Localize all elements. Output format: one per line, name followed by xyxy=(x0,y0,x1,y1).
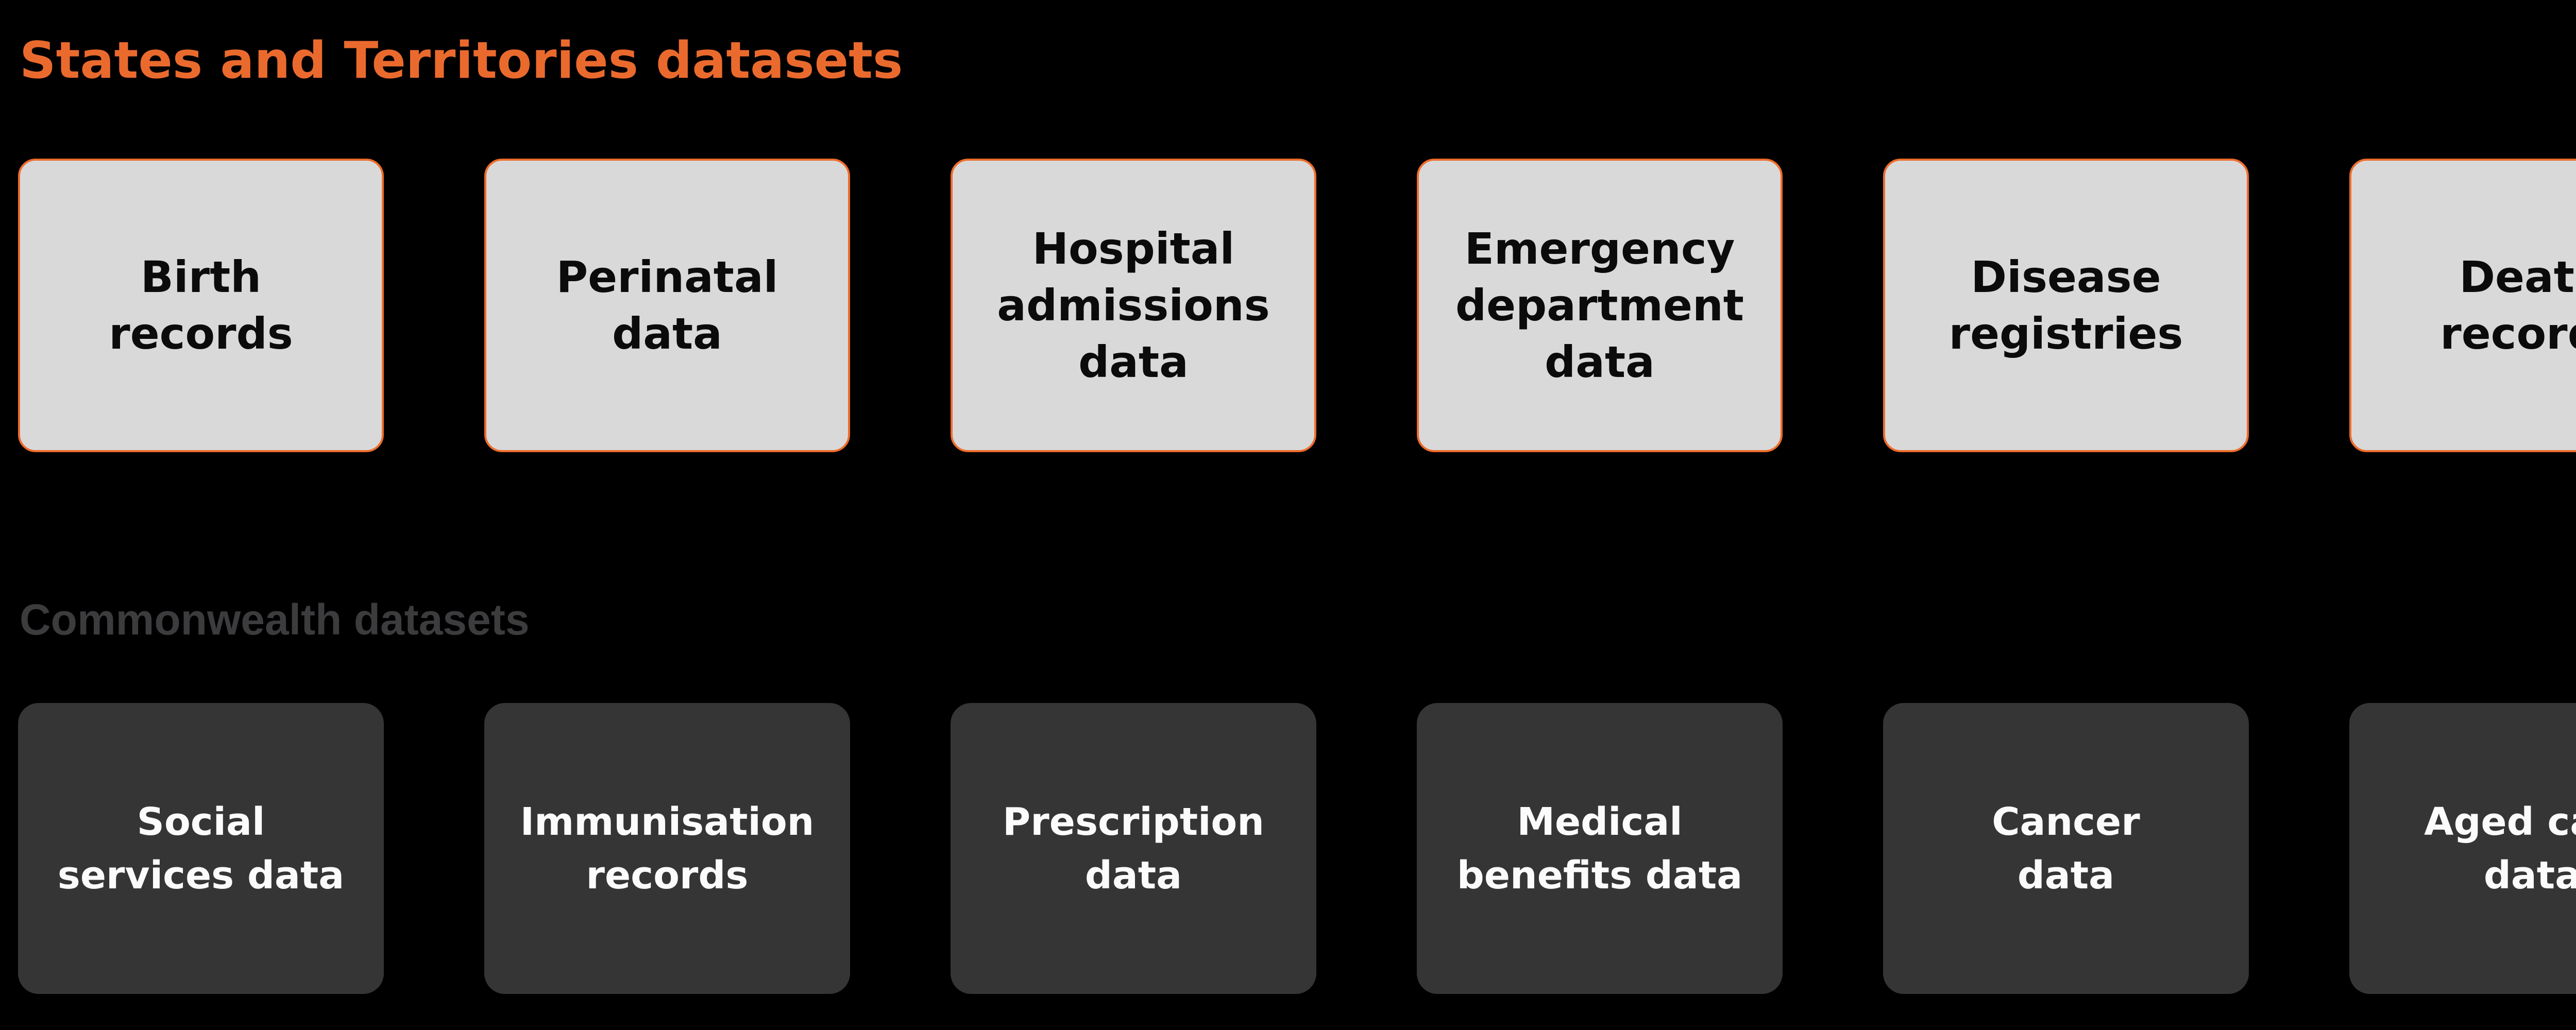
dataset-box-label: Social services data xyxy=(57,799,345,898)
dataset-box-label: Death records xyxy=(2440,252,2576,359)
dataset-box-label: Medical benefits data xyxy=(1456,799,1743,898)
section-title-states-territories: States and Territories datasets xyxy=(20,31,903,90)
dataset-box-label: Emergency department data xyxy=(1455,224,1744,387)
dataset-box-prescription-data: Prescription data xyxy=(951,703,1316,994)
dataset-box-aged-care-data: Aged care data xyxy=(2349,703,2576,994)
dataset-box-label: Hospital admissions data xyxy=(997,224,1270,387)
dataset-box-hospital-admissions-data: Hospital admissions data xyxy=(951,159,1316,452)
dataset-box-label: Perinatal data xyxy=(556,252,778,359)
dataset-box-immunisation-records: Immunisation records xyxy=(484,703,850,994)
dataset-box-emergency-department-data: Emergency department data xyxy=(1417,159,1783,452)
dataset-box-label: Disease registries xyxy=(1948,252,2183,359)
dataset-box-label: Birth records xyxy=(109,252,293,359)
section-title-commonwealth: Commonwealth datasets xyxy=(20,595,530,644)
dataset-box-label: Aged care data xyxy=(2424,799,2576,898)
dataset-box-death-records: Death records xyxy=(2349,159,2576,452)
dataset-box-label: Prescription data xyxy=(1003,799,1264,898)
dataset-box-birth-records: Birth records xyxy=(18,159,384,452)
dataset-box-cancer-data: Cancer data xyxy=(1883,703,2249,994)
states-territories-box-row: Birth records Perinatal data Hospital ad… xyxy=(18,159,2576,452)
dataset-box-label: Cancer data xyxy=(1992,799,2140,898)
dataset-box-disease-registries: Disease registries xyxy=(1883,159,2249,452)
commonwealth-box-row: Social services data Immunisation record… xyxy=(18,703,2576,994)
dataset-box-medical-benefits-data: Medical benefits data xyxy=(1417,703,1783,994)
dataset-box-social-services-data: Social services data xyxy=(18,703,384,994)
dataset-box-perinatal-data: Perinatal data xyxy=(484,159,850,452)
dataset-box-label: Immunisation records xyxy=(520,799,815,898)
